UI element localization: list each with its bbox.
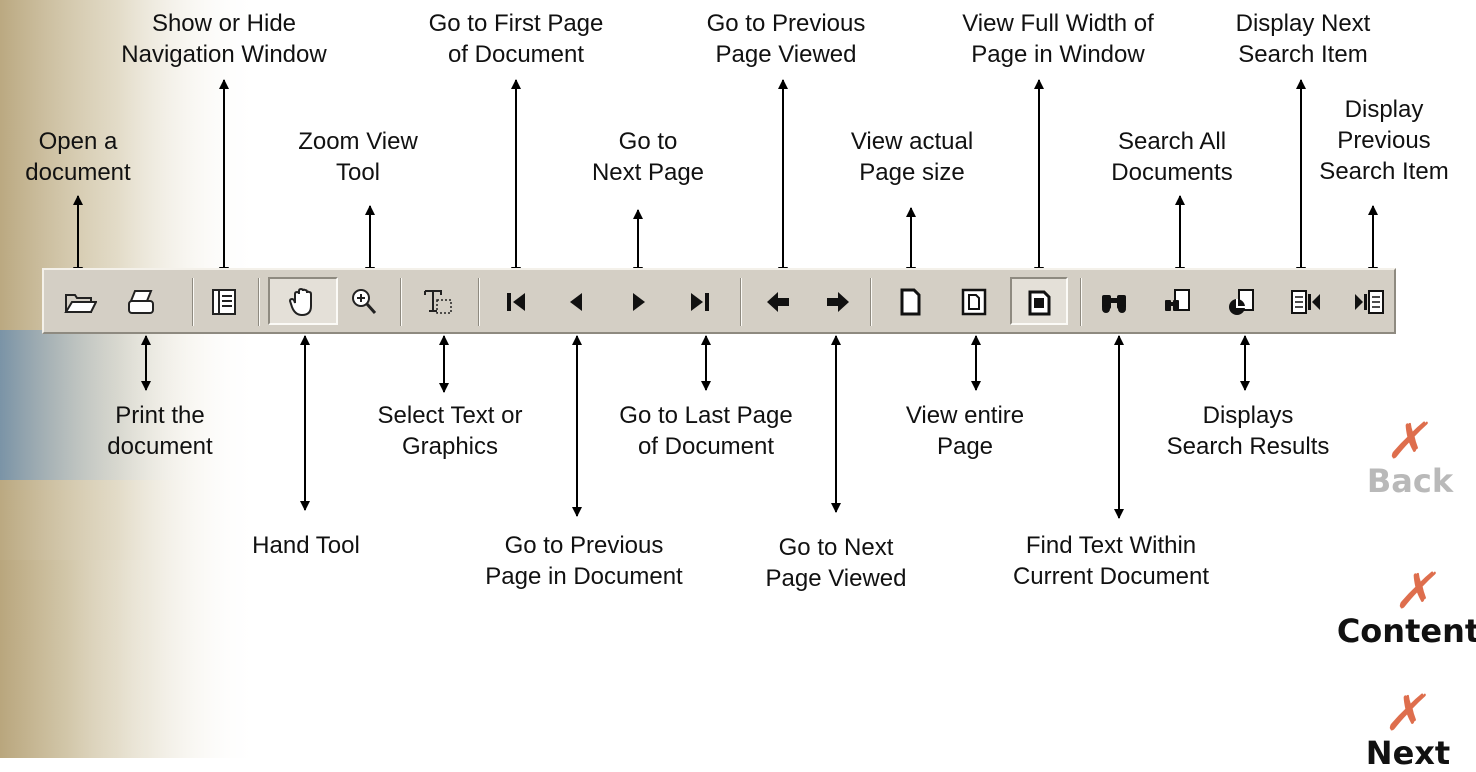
hand-tool-pressed-frame bbox=[268, 277, 338, 325]
navigation-window-button[interactable] bbox=[207, 287, 241, 317]
zoom-tool-button[interactable] bbox=[349, 287, 383, 317]
search-results-icon bbox=[1229, 289, 1254, 315]
next-page-icon bbox=[633, 293, 645, 311]
fit-width-button[interactable] bbox=[1022, 287, 1056, 317]
toolbar-separator bbox=[400, 278, 402, 326]
back-arrow-icon bbox=[767, 292, 789, 312]
toolbar-separator bbox=[1080, 278, 1082, 326]
toolbar-separator bbox=[740, 278, 742, 326]
next-view-button[interactable] bbox=[821, 287, 855, 317]
back-x-icon: ✗ bbox=[1382, 412, 1438, 470]
printer-icon bbox=[128, 290, 154, 314]
back-link-label: Back bbox=[1366, 462, 1454, 500]
fit-page-button[interactable] bbox=[957, 287, 991, 317]
previous-page-icon bbox=[570, 293, 582, 311]
toolbar-separator bbox=[258, 278, 260, 326]
folder-icon bbox=[64, 294, 97, 313]
zoom-icon bbox=[352, 289, 377, 314]
previous-view-button[interactable] bbox=[761, 287, 795, 317]
search-results-button[interactable] bbox=[1225, 287, 1259, 317]
previous-search-item-icon bbox=[1355, 290, 1384, 314]
search-documents-icon bbox=[1165, 289, 1190, 311]
toolbar-separator bbox=[192, 278, 194, 326]
forward-arrow-icon bbox=[827, 292, 849, 312]
hand-tool-button[interactable] bbox=[286, 287, 320, 317]
select-text-button[interactable] bbox=[421, 287, 455, 317]
first-page-icon bbox=[507, 293, 525, 311]
search-all-button[interactable] bbox=[1161, 287, 1195, 317]
previous-page-button[interactable] bbox=[560, 287, 594, 317]
next-x-icon: ✗ bbox=[1380, 684, 1436, 742]
actual-size-icon bbox=[900, 288, 921, 316]
next-search-item-icon bbox=[1291, 290, 1320, 314]
first-page-button[interactable] bbox=[499, 287, 533, 317]
next-link[interactable]: ✗ Next bbox=[1366, 684, 1450, 770]
contents-link[interactable]: ✗ Contents bbox=[1336, 562, 1476, 650]
contents-x-icon: ✗ bbox=[1390, 562, 1446, 620]
next-search-item-button[interactable] bbox=[1288, 287, 1322, 317]
find-button[interactable] bbox=[1097, 287, 1131, 317]
toolbar-separator bbox=[478, 278, 480, 326]
open-button[interactable] bbox=[63, 287, 97, 317]
last-page-icon bbox=[691, 293, 709, 311]
hand-icon bbox=[288, 287, 312, 317]
fit-page-icon bbox=[961, 288, 987, 316]
fit-width-icon bbox=[1028, 290, 1051, 316]
print-button[interactable] bbox=[125, 287, 159, 317]
text-select-icon bbox=[424, 290, 452, 314]
contents-link-label: Contents bbox=[1336, 612, 1476, 650]
previous-search-item-button[interactable] bbox=[1353, 287, 1387, 317]
label-hand: Hand Tool bbox=[252, 532, 360, 559]
last-page-button[interactable] bbox=[683, 287, 717, 317]
toolbar-separator bbox=[870, 278, 872, 326]
next-page-button[interactable] bbox=[621, 287, 655, 317]
back-link[interactable]: ✗ Back bbox=[1366, 412, 1454, 500]
actual-size-button[interactable] bbox=[893, 287, 927, 317]
navigation-pane-icon bbox=[212, 289, 236, 315]
binoculars-icon bbox=[1102, 295, 1126, 313]
decorative-background-art bbox=[0, 0, 260, 758]
